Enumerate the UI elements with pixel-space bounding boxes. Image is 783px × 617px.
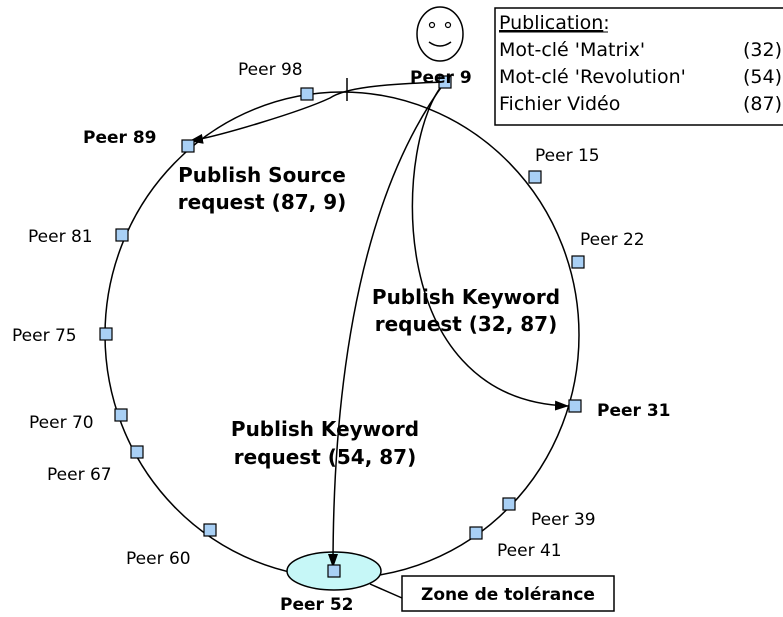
arrow-publish-keyword-32	[411, 81, 569, 411]
tolerance-zone-label: Zone de tolérance	[421, 585, 595, 605]
publication-row-label: Fichier Vidéo	[499, 93, 620, 115]
node-peer-52[interactable]	[327, 564, 341, 578]
node-peer-60[interactable]	[203, 523, 217, 537]
node-peer-39[interactable]	[502, 497, 516, 511]
peer-label-9: Peer 9	[410, 68, 472, 88]
node-peer-89[interactable]	[181, 139, 195, 153]
peer-label-67: Peer 67	[47, 465, 112, 485]
arrow-publish-source	[189, 81, 446, 144]
peer-label-31: Peer 31	[597, 401, 670, 421]
publish-source-label-line1: Publish Source	[178, 163, 346, 187]
publication-box	[494, 7, 783, 126]
publication-row-label: Mot-clé 'Matrix'	[499, 39, 645, 61]
publish-source-label-line2: request (87, 9)	[178, 190, 347, 214]
node-peer-15[interactable]	[528, 170, 542, 184]
peer-label-75: Peer 75	[12, 326, 77, 346]
node-peer-98[interactable]	[300, 87, 314, 101]
node-peer-67[interactable]	[130, 445, 144, 459]
peer-label-81: Peer 81	[28, 227, 93, 247]
node-peer-31[interactable]	[568, 399, 582, 413]
peer-label-22: Peer 22	[580, 230, 645, 250]
arrow-publish-keyword-54	[328, 81, 446, 568]
peer-label-41: Peer 41	[497, 541, 562, 561]
peer-label-89: Peer 89	[83, 128, 156, 148]
publication-row-id: (32)	[743, 39, 782, 61]
node-peer-81[interactable]	[115, 228, 129, 242]
publication-row-id: (87)	[743, 93, 782, 115]
publish-keyword-32-label-line1: Publish Keyword	[372, 285, 560, 309]
node-peer-75[interactable]	[99, 327, 113, 341]
publication-title: Publication:	[499, 12, 610, 34]
peer-label-98: Peer 98	[238, 60, 303, 80]
tolerance-zone-connector	[369, 583, 403, 599]
peer-label-70: Peer 70	[29, 413, 94, 433]
smiley-face-icon	[416, 6, 464, 62]
publish-keyword-54-label-line1: Publish Keyword	[231, 417, 419, 441]
tolerance-zone-label-box	[401, 575, 615, 612]
publish-keyword-32-label-line2: request (32, 87)	[375, 312, 557, 336]
publication-row-id: (54)	[743, 66, 782, 88]
publication-row-label: Mot-clé 'Revolution'	[499, 66, 686, 88]
node-peer-70[interactable]	[114, 408, 128, 422]
node-peer-9[interactable]	[438, 75, 452, 89]
peer-label-60: Peer 60	[126, 549, 191, 569]
node-peer-22[interactable]	[571, 255, 585, 269]
peer-label-15: Peer 15	[535, 146, 600, 166]
peer-label-52: Peer 52	[280, 595, 353, 615]
publish-keyword-54-label-line2: request (54, 87)	[234, 445, 416, 469]
node-peer-41[interactable]	[469, 526, 483, 540]
peer-label-39: Peer 39	[531, 510, 596, 530]
